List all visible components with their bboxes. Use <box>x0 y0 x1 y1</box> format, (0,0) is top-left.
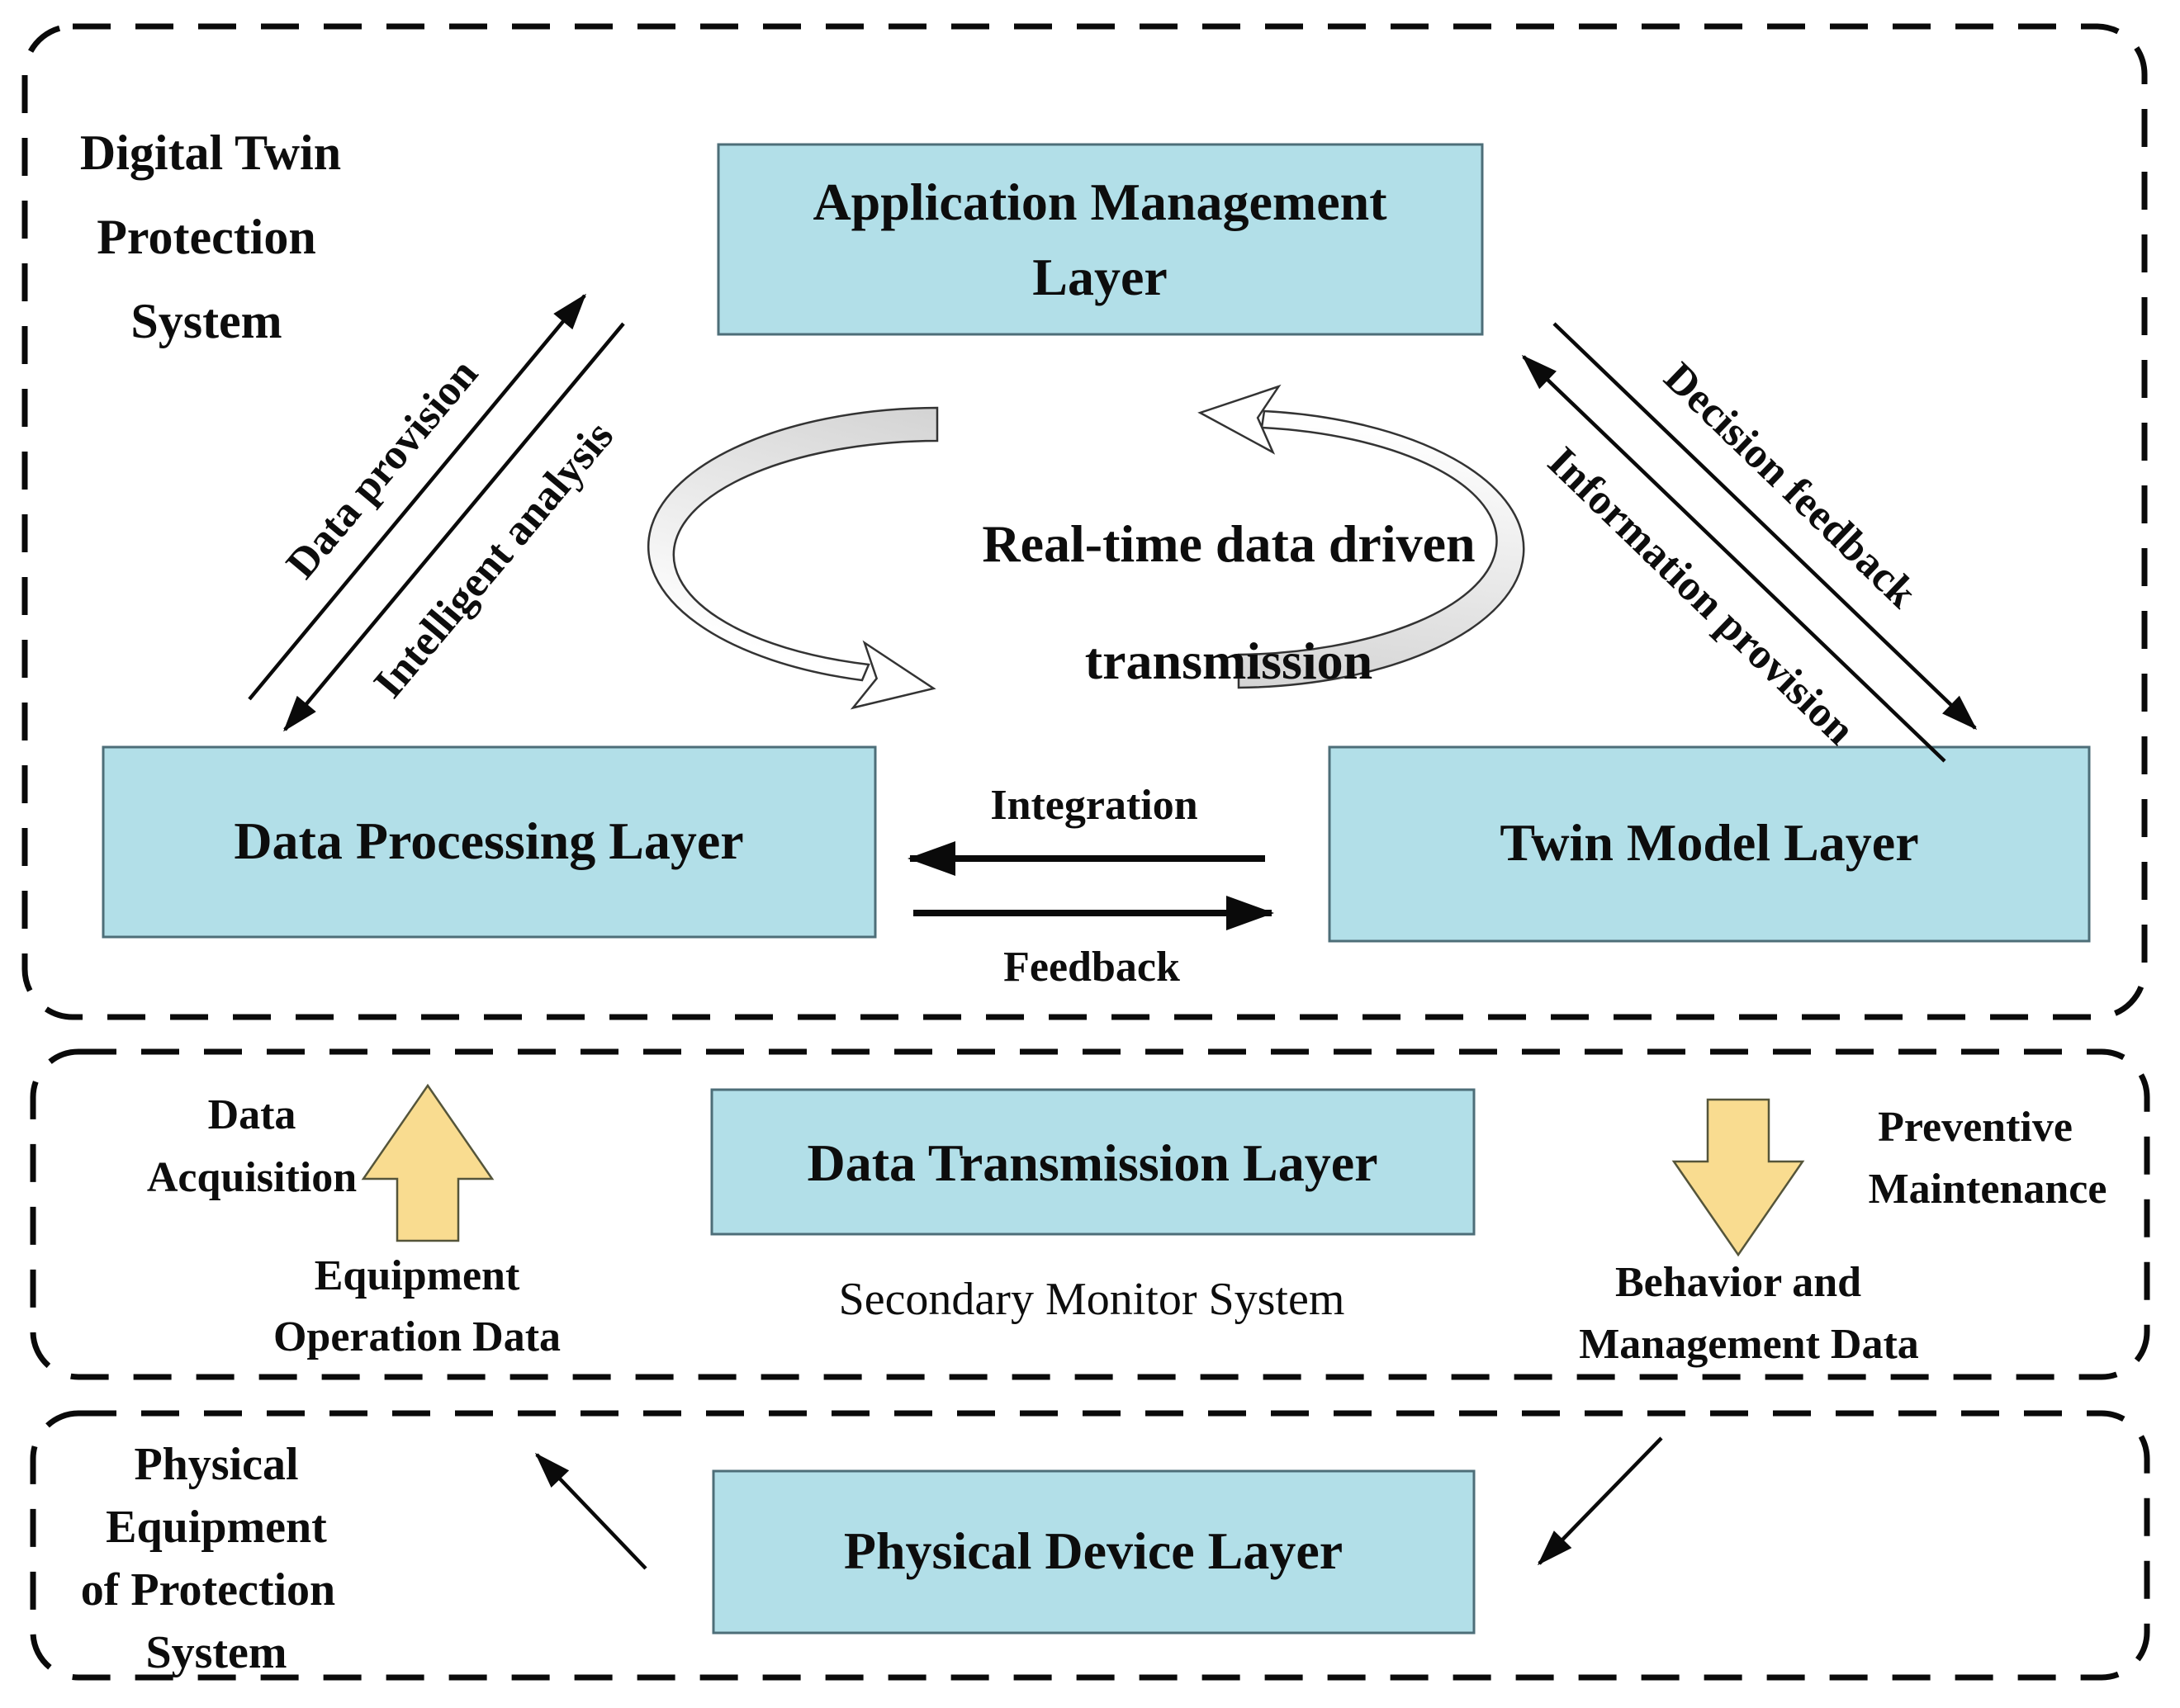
equipment-operation-label-line1: Equipment <box>315 1252 520 1299</box>
cycle-arc-left <box>647 406 939 682</box>
behavior-label-line2: Management Data <box>1579 1321 1919 1368</box>
secondary-monitor-label: Secondary Monitor System <box>839 1274 1345 1325</box>
physical-device-label: Physical Device Layer <box>844 1521 1343 1580</box>
data-transmission-layer-box <box>710 1088 1476 1236</box>
cycle-label-line2: transmission <box>1085 632 1373 690</box>
cycle-arrowhead-left-icon <box>1197 384 1282 455</box>
physical-to-upper-arrow <box>534 1452 647 1570</box>
dashed-border-secondary-monitor-system <box>30 1048 2150 1380</box>
data-provision-label: Data provision <box>277 350 487 587</box>
dashed-border-physical-equipment <box>30 1410 2150 1681</box>
data-processing-layer-box <box>102 745 877 939</box>
digital-twin-title-line1: Digital Twin <box>80 125 341 180</box>
equipment-operation-label-line2: Operation Data <box>273 1313 561 1360</box>
data-transmission-label: Data Transmission Layer <box>808 1133 1378 1192</box>
cycle-arrowhead-right-icon <box>850 640 936 710</box>
twin-model-label: Twin Model Layer <box>1500 813 1918 872</box>
decision-feedback-arrow <box>1552 322 1978 731</box>
intelligent-analysis-arrow <box>283 322 625 732</box>
application-management-label-line1: Application Management <box>813 173 1387 231</box>
physical-equipment-title-line1: Physical <box>134 1439 298 1490</box>
twin-model-layer-box <box>1328 745 2091 943</box>
physical-device-layer-box <box>712 1469 1476 1635</box>
data-acquisition-up-arrow-icon <box>361 1083 495 1242</box>
physical-equipment-title-line2: Equipment <box>106 1502 327 1553</box>
cycle-arc-right <box>1237 409 1525 689</box>
preventive-maintenance-down-arrow-icon <box>1671 1098 1805 1257</box>
physical-equipment-title-line3: of Protection <box>81 1564 335 1616</box>
behavior-label-line1: Behavior and <box>1615 1259 1861 1306</box>
physical-equipment-title-line4: System <box>145 1627 287 1678</box>
digital-twin-title-line3: System <box>130 294 282 348</box>
information-provision-arrow <box>1521 354 1946 763</box>
digital-twin-title-line2: Protection <box>97 210 315 264</box>
feedback-label: Feedback <box>1003 944 1180 991</box>
integration-label: Integration <box>990 782 1197 829</box>
preventive-label-line2: Maintenance <box>1869 1166 2107 1213</box>
data-processing-label: Data Processing Layer <box>234 811 743 870</box>
data-provision-arrow <box>248 293 586 701</box>
application-management-layer-box <box>717 143 1484 336</box>
preventive-label-line1: Preventive <box>1878 1104 2073 1151</box>
application-management-label-line2: Layer <box>1032 248 1168 306</box>
dashed-border-digital-twin-system <box>21 23 2148 1020</box>
upper-to-physical-arrow <box>1537 1436 1663 1566</box>
cycle-label-line1: Real-time data driven <box>982 514 1475 573</box>
data-acquisition-label-line1: Data <box>208 1091 296 1138</box>
data-acquisition-label-line2: Acquisition <box>147 1154 357 1201</box>
